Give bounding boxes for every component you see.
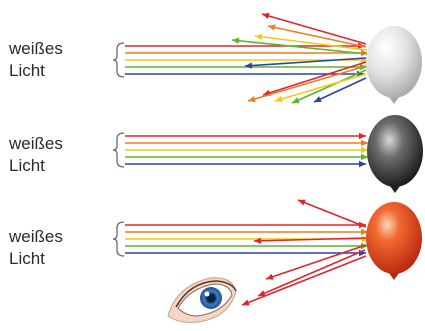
row2-label-line2: Licht: [9, 155, 63, 177]
red-reflected-ray-4: [258, 250, 365, 296]
row3-ray-2: [125, 229, 368, 235]
row3-label-line2: Licht: [9, 248, 63, 270]
row2-ray-3: [125, 147, 368, 153]
white-reflected-ray-9: [275, 74, 366, 102]
row1-label-line1: weißes: [9, 38, 63, 60]
red-reflected-ray-5: [242, 256, 366, 305]
eye-icon: [168, 278, 236, 323]
balloon-group: [366, 26, 423, 280]
row2-label-line1: weißes: [9, 133, 63, 155]
row3-ray-1: [125, 222, 366, 228]
black-balloon: [367, 115, 423, 193]
row2-label: weißes Licht: [9, 133, 63, 177]
row2-ray-4: [125, 154, 368, 160]
white-balloon: [366, 26, 422, 104]
row3-brace: [113, 222, 124, 256]
red-balloon: [366, 202, 422, 280]
row2-brace: [113, 133, 124, 167]
row2-ray-5: [125, 161, 366, 167]
light-rays: [125, 13, 369, 306]
eye-icon-drawing: [168, 278, 236, 323]
row1-label: weißes Licht: [9, 38, 63, 82]
brace-group: [113, 43, 124, 256]
row2-ray-1: [125, 133, 366, 139]
red-reflected-ray-1: [298, 200, 366, 227]
row3-label-line1: weißes: [9, 226, 63, 248]
row1-label-line2: Licht: [9, 60, 63, 82]
row1-ray-4: [125, 64, 367, 70]
row3-ray-5: [125, 250, 366, 256]
row3-label: weißes Licht: [9, 226, 63, 270]
row3-ray-4: [125, 243, 368, 249]
row2-ray-2: [125, 140, 368, 146]
row1-brace: [113, 43, 124, 77]
white-reflected-ray-8: [292, 70, 366, 103]
